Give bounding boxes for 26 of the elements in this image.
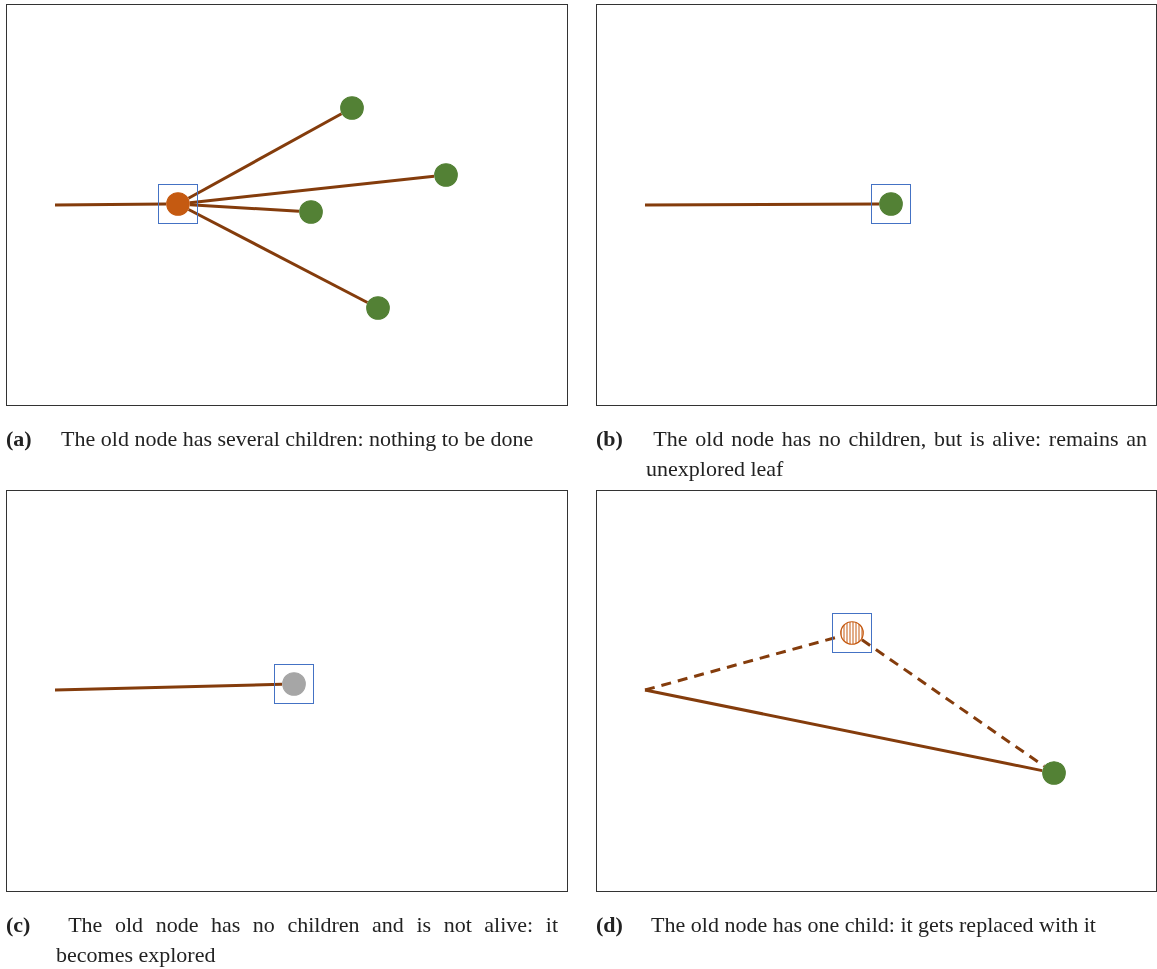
hatched-tree-node [840,621,864,645]
line [54,682,283,692]
highlight-square [832,613,872,653]
highlight-square [871,184,911,224]
highlight-square [158,184,198,224]
line [644,688,1043,773]
tree-node [366,296,390,320]
tree-node [166,192,190,216]
line [187,208,369,304]
tree-node [299,200,323,224]
tree-node [340,96,364,120]
panel-label: (a) The old node has several children: nothing to be done [6,425,535,453]
panel-label: (c) The old node has no children and is not alive: it becomes explored [6,911,558,969]
line [189,203,300,213]
line [189,174,435,205]
line [187,112,343,200]
tree-node [434,163,458,187]
tree-node [282,672,306,696]
dashed-line [861,638,1045,768]
line [55,202,166,207]
tree-node [879,192,903,216]
tree-node [1042,761,1066,785]
highlight-square [274,664,314,704]
panel-label: (b) The old node has no children, but is alive: remains an unexplored leaf [596,425,1147,483]
line [645,202,879,207]
panel-label: (d) The old node has one child: it gets replaced with it [596,911,1097,939]
